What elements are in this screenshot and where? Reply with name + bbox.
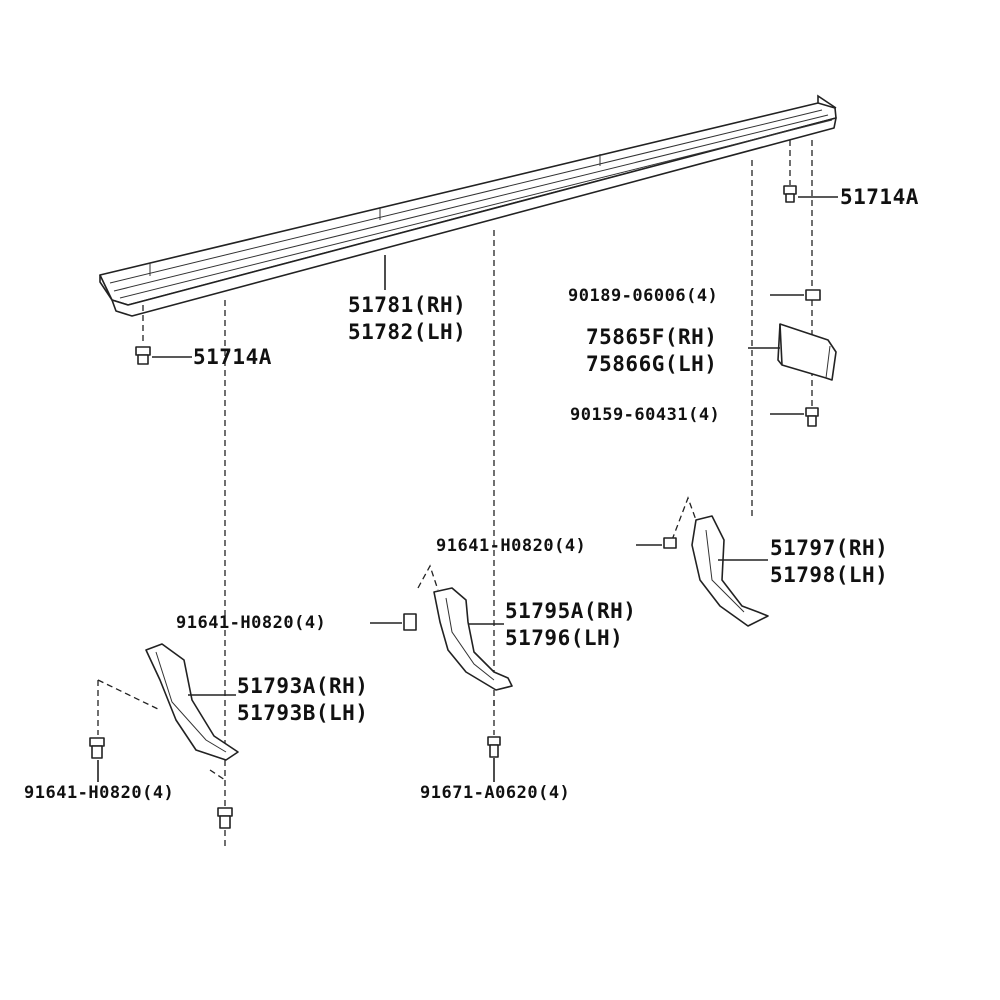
label-bracket-mid-rh: 51795A(RH): [505, 599, 637, 623]
label-rail-lh: 51782(LH): [348, 320, 467, 344]
label-pad-lh: 75866G(LH): [586, 352, 718, 376]
label-bracket-mid: 51795A(RH) 51796(LH): [505, 598, 636, 652]
running-board-rail: [99, 94, 837, 317]
label-rail-rh: 51781(RH): [348, 293, 467, 317]
label-bolt-top-right: 51714A: [840, 185, 919, 209]
bolt-91671: [487, 700, 501, 758]
bracket-left: [97, 643, 239, 761]
bolt-top-right: [783, 140, 797, 203]
label-nut-90189: 90189-06006(4): [568, 286, 719, 306]
bolt-91641-right: [663, 537, 677, 549]
bracket-mid-highlighted: [417, 564, 513, 691]
label-bolt-91671: 91671-A0620(4): [420, 783, 571, 803]
label-rail: 51781(RH) 51782(LH): [348, 292, 466, 346]
bolt-91641-mid: [403, 613, 417, 631]
label-bracket-left-lh: 51793B(LH): [237, 701, 369, 725]
label-bolt-91641-left: 91641-H0820(4): [24, 783, 175, 803]
step-pad: [777, 323, 837, 381]
label-bolt-91641-right: 91641-H0820(4): [436, 536, 587, 556]
screw-90159: [805, 407, 819, 427]
bolt-bottom-left: [209, 769, 233, 829]
label-bracket-right-rh: 51797(RH): [770, 536, 889, 560]
label-bracket-right: 51797(RH) 51798(LH): [770, 535, 888, 589]
label-bracket-left: 51793A(RH) 51793B(LH): [237, 673, 368, 727]
bolt-91641-left: [89, 737, 105, 759]
bracket-right: [671, 496, 769, 627]
label-bolt-left: 51714A: [193, 345, 272, 369]
bolt-left: [135, 305, 151, 365]
label-pad-rh: 75865F(RH): [586, 325, 718, 349]
label-bracket-mid-lh: 51796(LH): [505, 626, 624, 650]
label-bracket-left-rh: 51793A(RH): [237, 674, 369, 698]
label-bolt-91641-mid: 91641-H0820(4): [176, 613, 327, 633]
label-bracket-right-lh: 51798(LH): [770, 563, 889, 587]
label-pad: 75865F(RH) 75866G(LH): [586, 324, 717, 378]
nut-90189: [805, 289, 821, 301]
label-screw-90159: 90159-60431(4): [570, 405, 721, 425]
